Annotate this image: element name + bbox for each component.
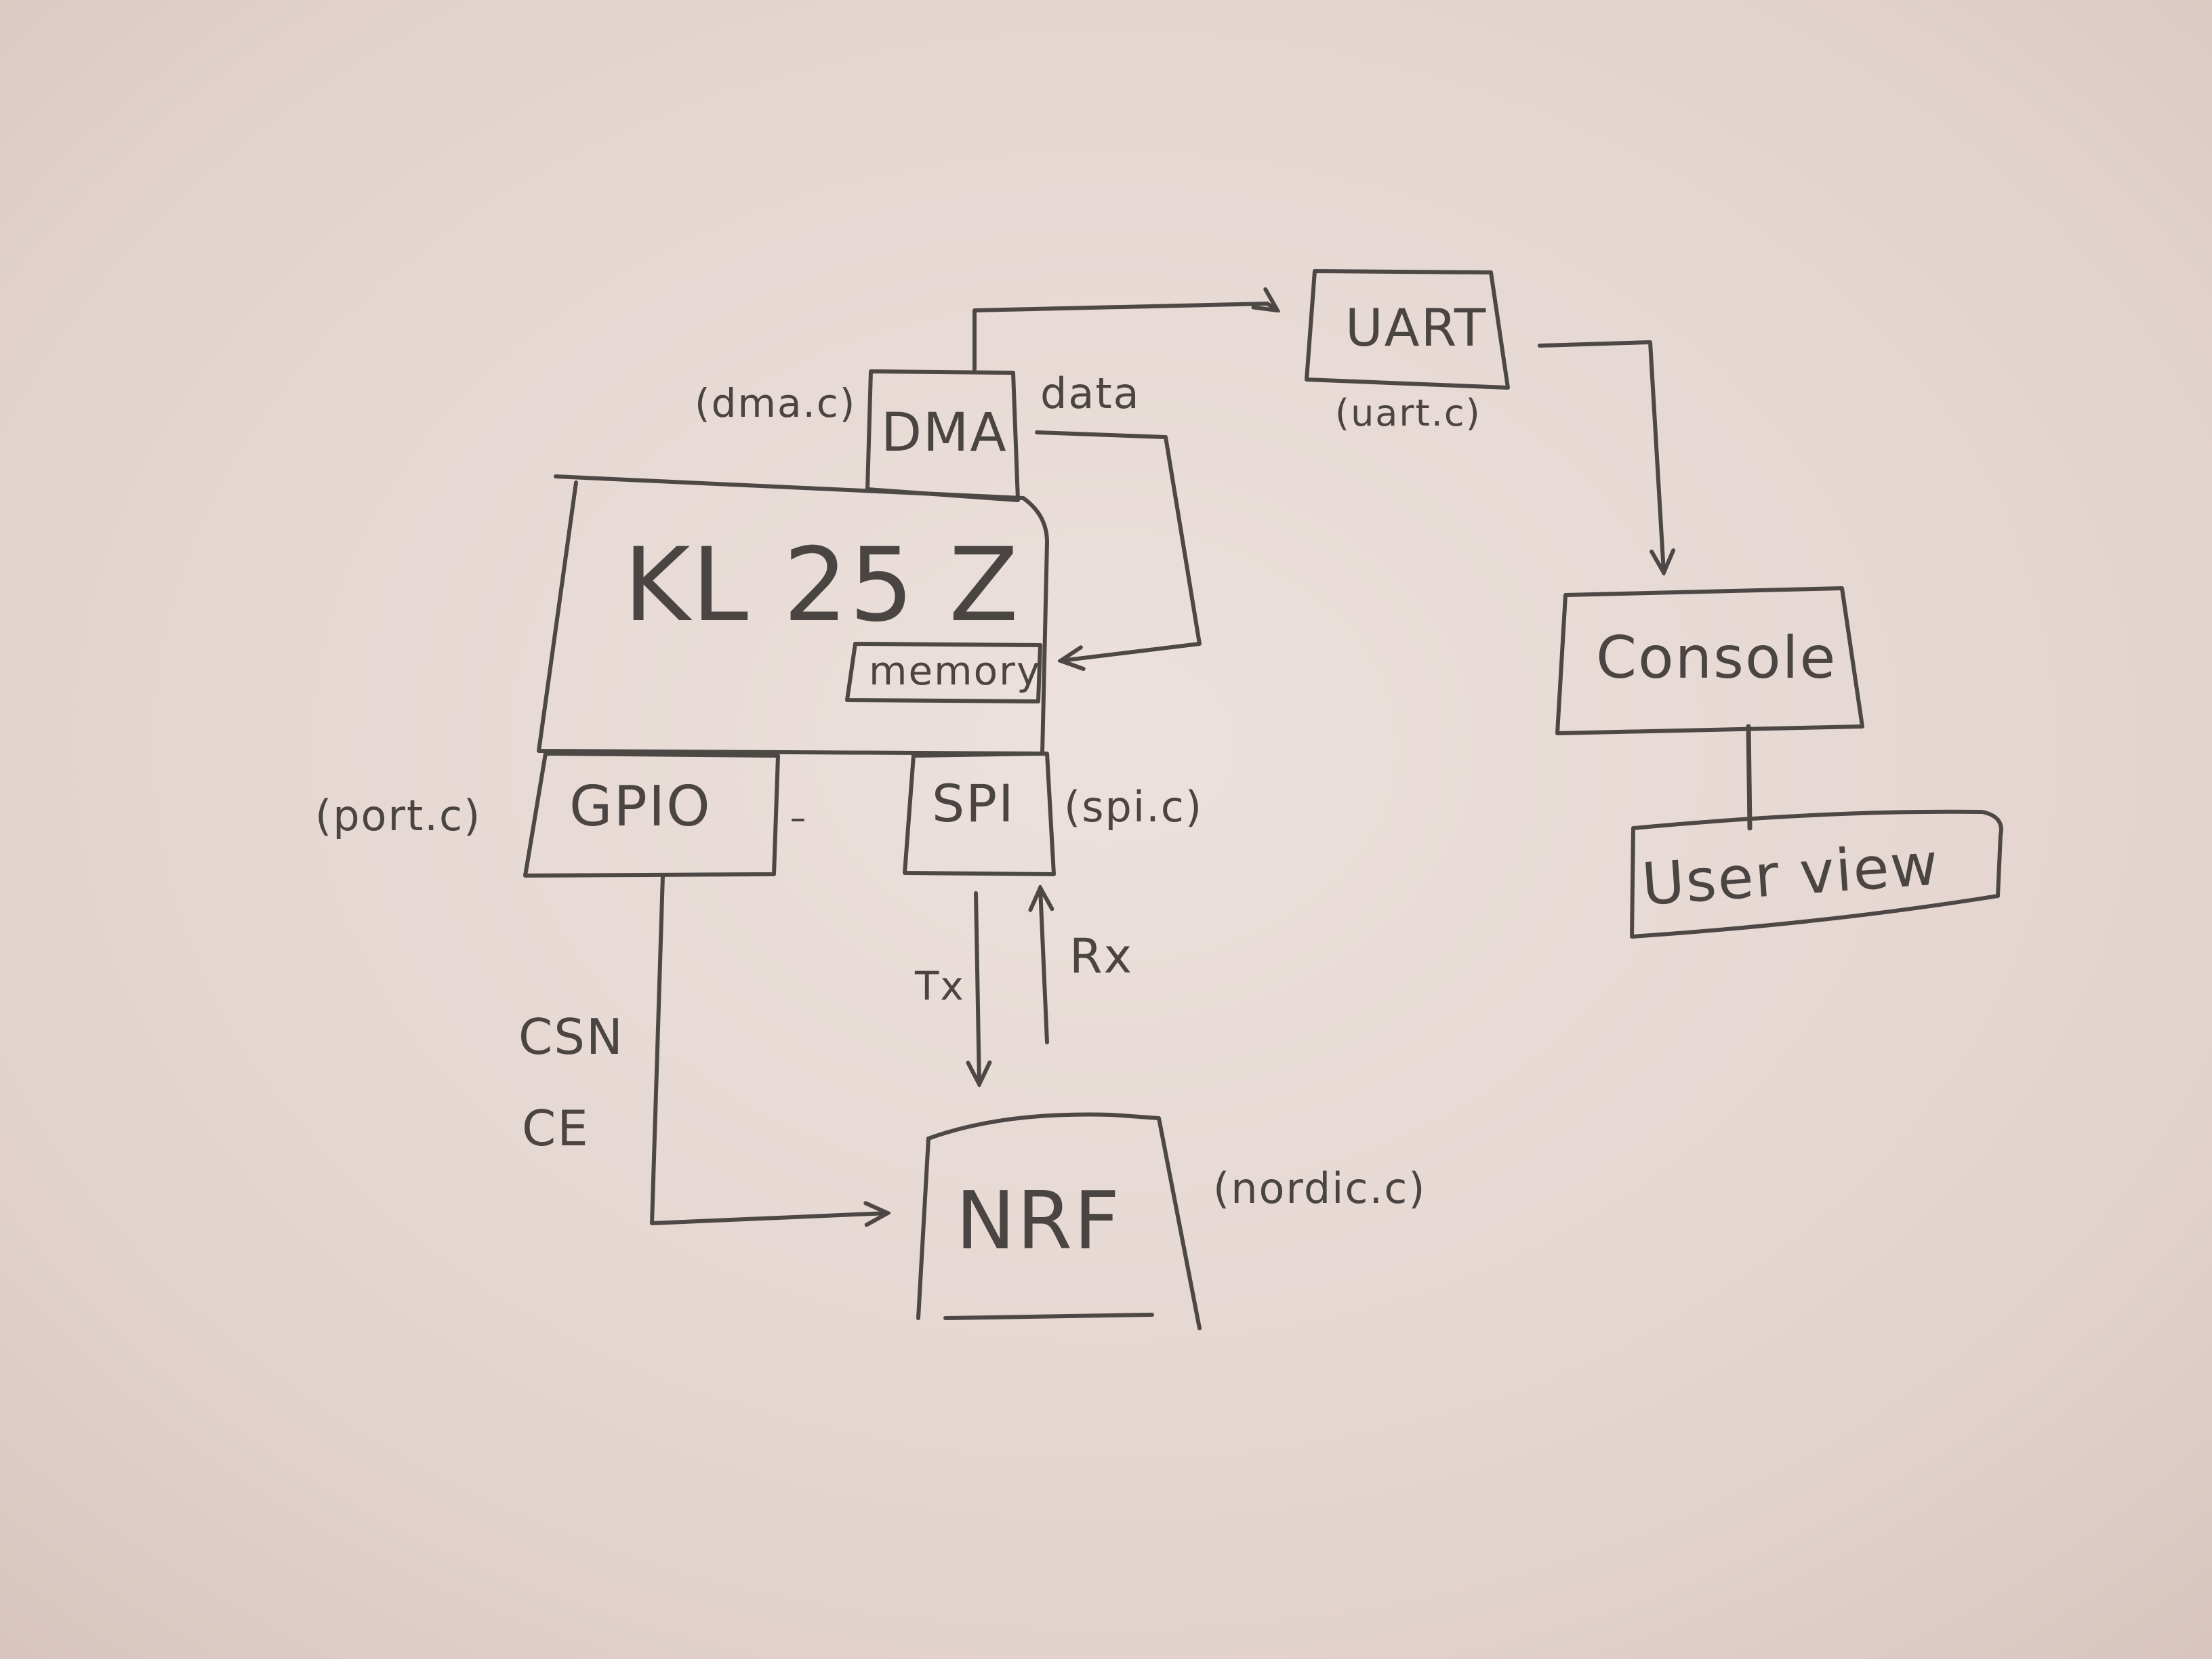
csn-label: CSN	[518, 1008, 624, 1065]
gpio-label: GPIO	[569, 775, 712, 839]
spi-label: SPI	[932, 773, 1015, 834]
tx-label: Tx	[914, 963, 965, 1009]
console-label: Console	[1596, 624, 1837, 692]
gpio-file-label: (port.c)	[315, 791, 481, 840]
data-label: data	[1040, 369, 1141, 418]
dma-label: DMA	[881, 403, 1008, 464]
tx-arrow	[976, 891, 979, 1084]
kl25z-block: KL 25 Z	[537, 474, 1049, 756]
dma-to-uart-arrow	[972, 304, 1277, 371]
console-to-user-view-line	[1746, 724, 1753, 831]
uart-file-label: (uart.c)	[1335, 392, 1481, 434]
uart-label: UART	[1345, 298, 1487, 358]
gpio-block: GPIO (port.c)	[315, 752, 780, 878]
nrf-block: NRF (nordic.c)	[916, 1112, 1426, 1330]
spi-nrf-links: Tx Rx	[914, 888, 1133, 1084]
data-loop-connector: data	[1035, 369, 1202, 661]
memory-label: memory	[869, 648, 1041, 694]
spi-file-label: (spi.c)	[1064, 782, 1203, 832]
kl25z-label: KL 25 Z	[623, 527, 1020, 644]
gpio-nrf-link: CSN CE	[518, 874, 888, 1223]
dma-block: DMA (dma.c)	[695, 369, 1020, 502]
memory-block: memory	[845, 642, 1042, 703]
ce-label: CE	[522, 1100, 590, 1157]
rx-label: Rx	[1069, 928, 1133, 984]
rx-arrow	[1040, 888, 1047, 1044]
dma-file-label: (dma.c)	[695, 380, 856, 426]
uart-to-console-arrow	[1538, 340, 1664, 573]
nrf-label: NRF	[956, 1174, 1121, 1267]
spi-block: SPI (spi.c)	[903, 752, 1203, 876]
console-block: Console	[1555, 586, 1864, 735]
uart-block: UART (uart.c)	[1305, 269, 1510, 434]
nrf-file-label: (nordic.c)	[1213, 1164, 1426, 1213]
